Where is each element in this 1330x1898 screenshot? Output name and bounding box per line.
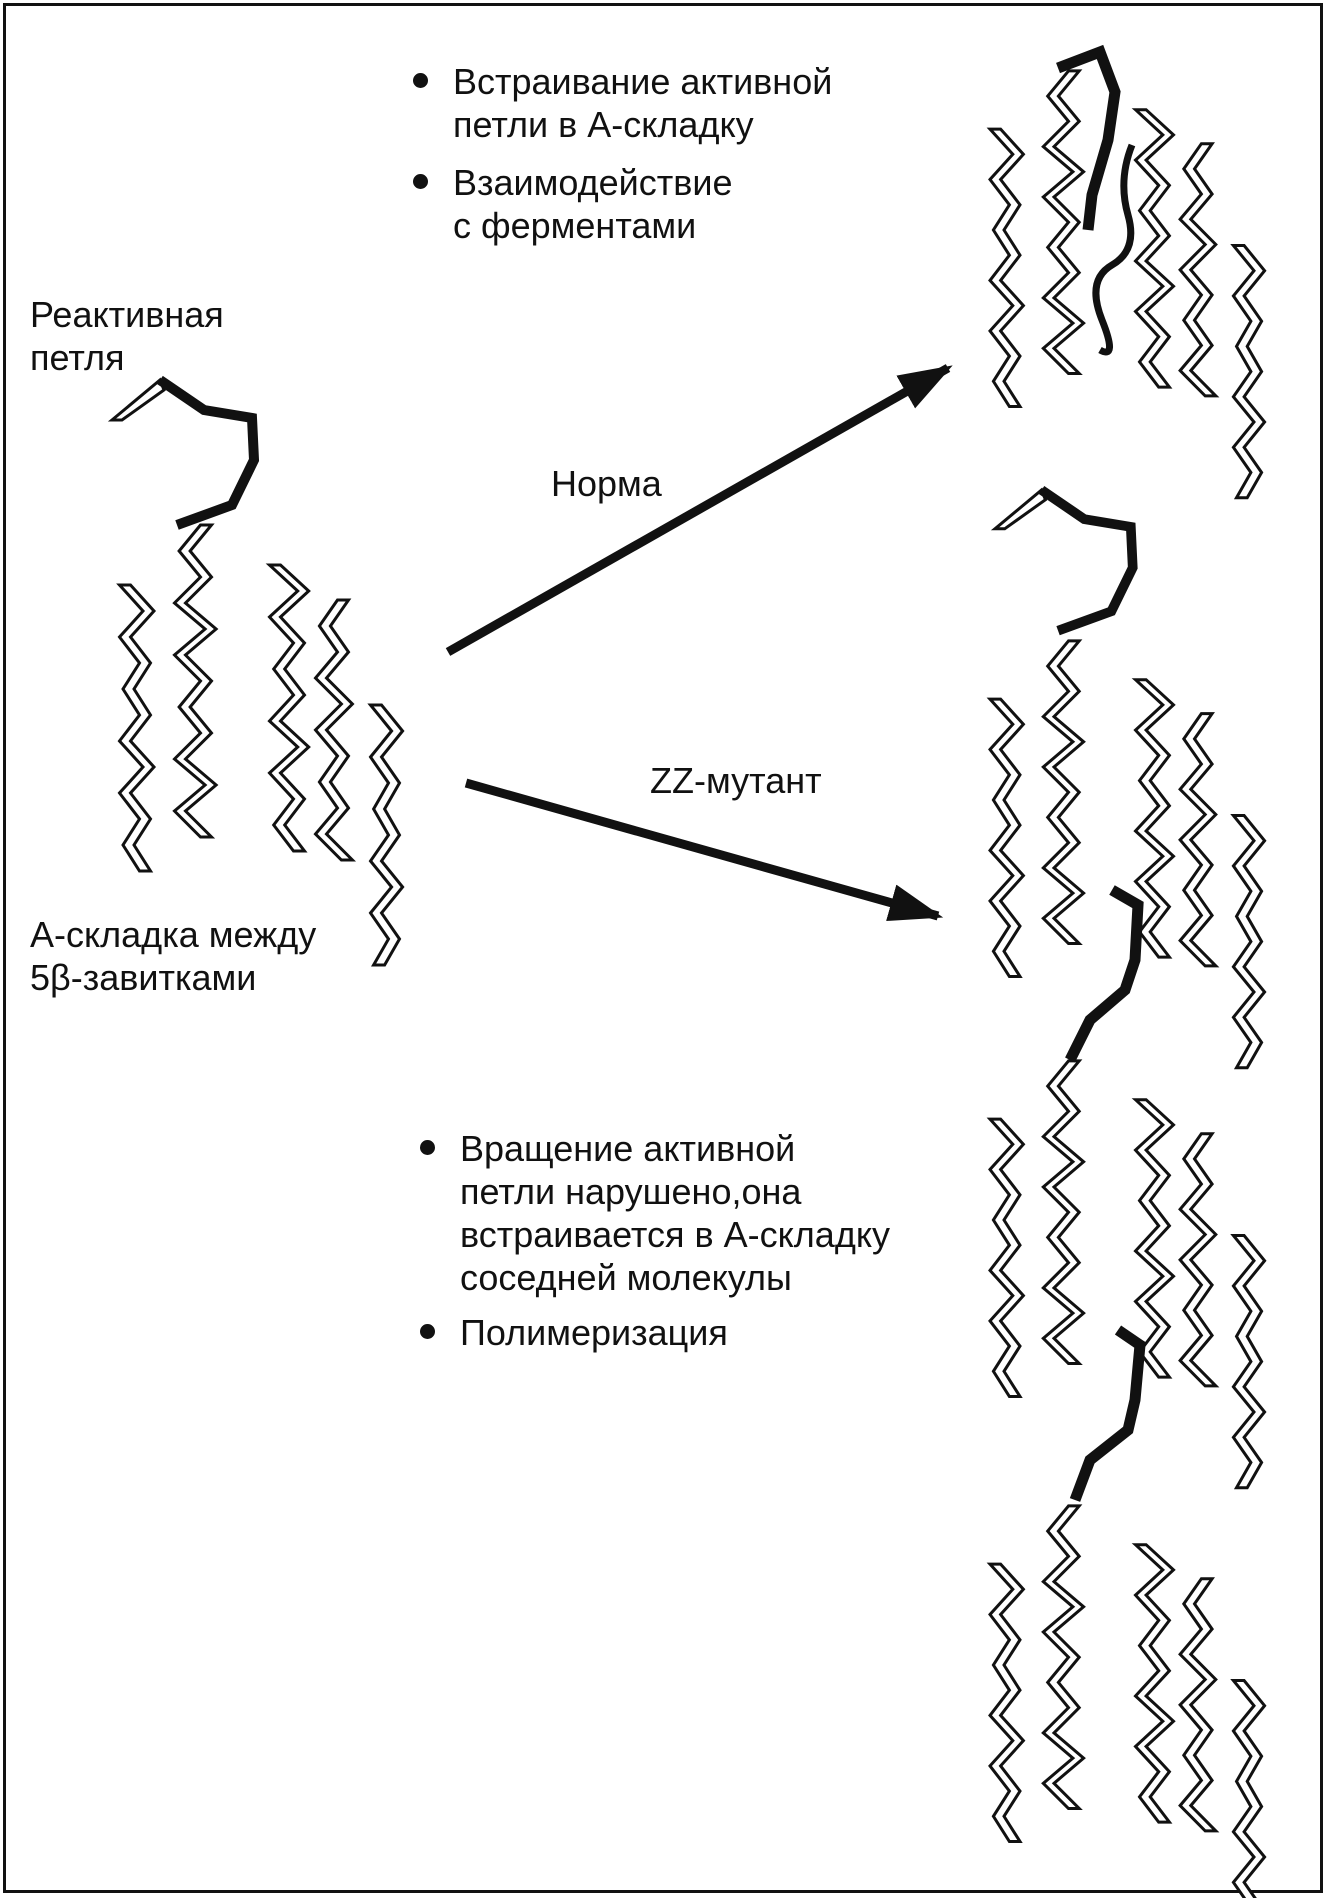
zz-mutant-pathway-arrow [464,778,944,922]
a-sheet [986,1504,1267,1898]
reactive-loop-tip [990,487,1048,531]
zz-mutant-arrow-label: ZZ-мутант [650,760,822,801]
mutant-outcome-item: Вращение активной петли нарушено,она вст… [420,1127,890,1299]
beta-strand [1131,1098,1176,1379]
beta-strand [986,1117,1026,1398]
beta-strand [367,703,405,967]
a-sheet [986,1059,1267,1490]
beta-strand [1178,142,1220,398]
molecule-drawings [107,44,1267,1898]
polymer-linkage-loop [1065,885,1144,1063]
beta-strand [1041,1504,1086,1810]
normal-outcome-item: Взаимодействие с ферментами [413,161,832,247]
a-sheet-label: А-складка между 5β-завитками [30,914,317,998]
beta-strand [986,1562,1026,1843]
a-sheet [116,523,405,967]
beta-strand [1131,678,1176,959]
beta-strand [1178,1132,1220,1388]
bullet-icon [420,1140,435,1155]
beta-strand [1230,244,1267,500]
beta-strand [1131,108,1176,389]
beta-strand [1178,1577,1220,1833]
beta-strand [313,598,357,862]
normal-arrow-label: Норма [551,463,662,504]
normal-outcomes-list: Встраивание активной петли в А-складку В… [413,60,832,247]
normal-pathway-arrow [445,364,953,656]
reactive-loop [107,375,260,530]
beta-strand [986,127,1026,408]
bullet-icon [420,1324,435,1339]
beta-strand [1131,1543,1176,1824]
inserted-loop [1056,44,1121,231]
pathway-arrows [445,364,953,922]
beta-strand [1041,639,1086,945]
a-sheet [986,639,1267,1070]
beta-strand [1230,1234,1267,1490]
reactive-loop-backbone [157,375,260,530]
beta-strand [1230,814,1267,1070]
beta-strand [1041,69,1086,375]
beta-strand [265,563,311,853]
beta-strand [116,583,157,873]
cleaved-strand [1092,143,1136,356]
mutant-outcomes-list: Вращение активной петли нарушено,она вст… [420,1127,890,1354]
reactive-loop-tip [107,377,166,422]
beta-strand [1041,1059,1086,1365]
reactive-loop-label: Реактивная петля [30,294,224,378]
beta-strand [1178,712,1220,968]
reactive-loop [990,485,1138,636]
beta-strand [1230,1679,1267,1898]
reactive-loop-backbone [1038,485,1138,636]
polymer-linkage-loop [1069,1325,1146,1502]
bullet-icon [413,73,428,88]
normal-outcome-item: Встраивание активной петли в А-складку [413,60,832,146]
beta-strand [172,523,219,839]
mutant-outcome-item: Полимеризация [420,1311,890,1354]
bullet-icon [413,174,428,189]
a-sheet [986,69,1267,500]
beta-strand [986,697,1026,978]
